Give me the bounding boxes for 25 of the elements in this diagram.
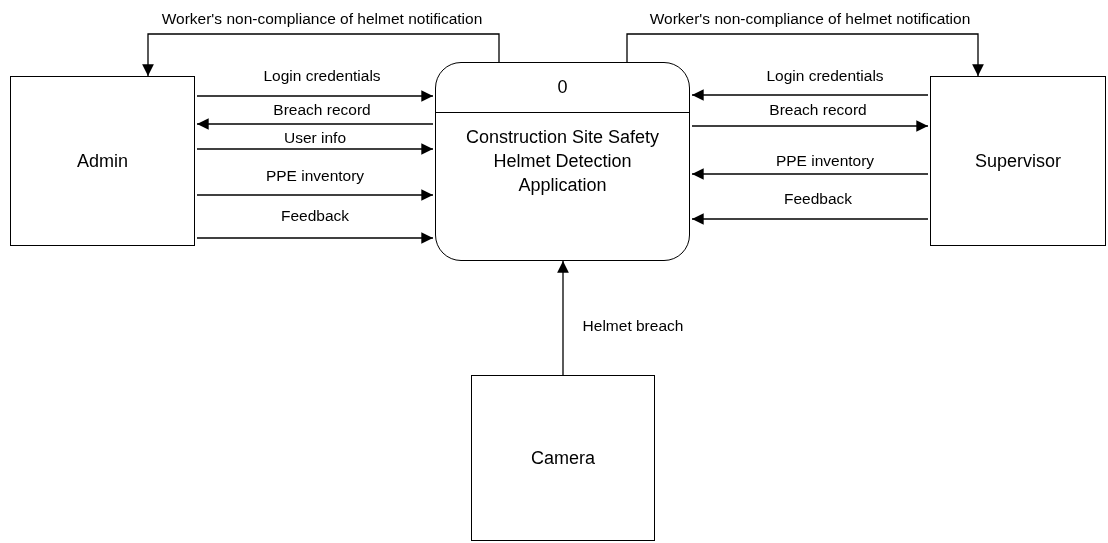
edge-label: Worker's non-compliance of helmet notification [159, 10, 485, 28]
entity-name: Admin [77, 150, 128, 172]
entity-box [10, 76, 195, 246]
entity-box [471, 375, 655, 541]
entity-name: Supervisor [974, 150, 1061, 172]
arrow [196, 90, 434, 102]
arrow [196, 143, 434, 155]
edge-label: Login credentials [764, 67, 886, 85]
arrow [691, 213, 929, 225]
entity-name: Camera [531, 447, 595, 469]
arrow [196, 232, 434, 244]
arrow [691, 168, 929, 180]
process-number: 0 [557, 77, 568, 98]
arrow [626, 33, 984, 77]
arrow [691, 120, 929, 132]
edge-label: Worker's non-compliance of helmet notification [647, 10, 973, 28]
arrow [196, 118, 434, 130]
edge-label: Login credentials [261, 67, 383, 85]
arrow [691, 89, 929, 101]
process-box [435, 62, 690, 261]
arrow [142, 33, 500, 77]
arrow [196, 189, 434, 201]
process-name: Construction Site Safety Helmet Detection Application [464, 126, 661, 197]
arrow [557, 260, 569, 376]
entity-box [930, 76, 1106, 246]
